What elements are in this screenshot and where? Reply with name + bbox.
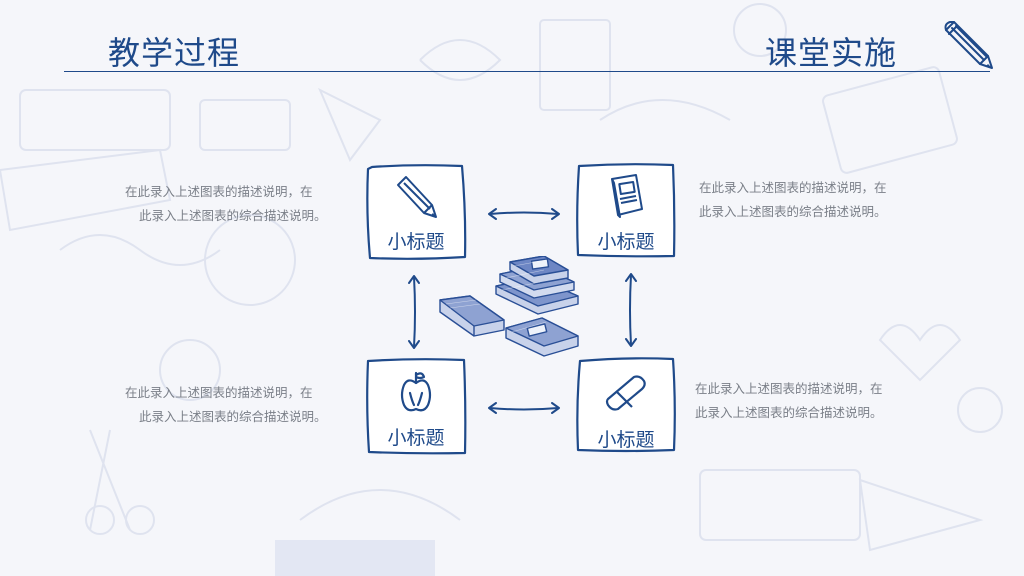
section-title: 教学过程: [108, 34, 241, 72]
double-arrow-icon: [488, 402, 560, 414]
card-title: 小标题: [387, 231, 445, 253]
book-icon: [611, 174, 643, 218]
description-line: 此录入上述图表的综合描述说明。: [139, 208, 327, 223]
description-line: 此录入上述图表的综合描述说明。: [695, 405, 883, 420]
card-title: 小标题: [597, 231, 655, 253]
description-line: 在此录入上述图表的描述说明，在: [699, 180, 887, 195]
description-bottom-left: 在此录入上述图表的描述说明，在 此录入上述图表的综合描述说明。: [125, 381, 370, 429]
page-title: 课堂实施: [765, 34, 898, 72]
eraser-icon: [605, 375, 646, 411]
card-title: 小标题: [387, 427, 445, 449]
card-frame: [366, 358, 467, 455]
description-bottom-right: 在此录入上述图表的描述说明，在 此录入上述图表的综合描述说明。: [695, 377, 940, 425]
card-frame: [366, 164, 467, 260]
description-line: 在此录入上述图表的描述说明，在: [695, 381, 883, 396]
double-arrow-icon: [488, 208, 560, 220]
description-line: 此录入上述图表的综合描述说明。: [139, 409, 327, 424]
header-divider: [64, 71, 990, 72]
description-top-left: 在此录入上述图表的描述说明，在 此录入上述图表的综合描述说明。: [125, 180, 370, 228]
description-line: 此录入上述图表的综合描述说明。: [699, 204, 887, 219]
double-arrow-icon: [625, 273, 637, 347]
card-frame: [576, 163, 676, 258]
description-line: 在此录入上述图表的描述说明，在: [125, 385, 313, 400]
description-top-right: 在此录入上述图表的描述说明，在 此录入上述图表的综合描述说明。: [699, 176, 944, 224]
stacked-books-illustration: [439, 256, 579, 357]
pencil-logo-icon: [944, 21, 993, 69]
apple-icon: [400, 371, 432, 412]
card-frame: [576, 357, 676, 453]
double-arrow-icon: [408, 275, 420, 349]
card-book: 小标题: [574, 161, 678, 259]
card-apple: 小标题: [364, 357, 468, 455]
card-eraser: 小标题: [574, 355, 678, 453]
card-pencil: 小标题: [364, 163, 468, 261]
pencil-icon: [397, 176, 437, 218]
description-line: 在此录入上述图表的描述说明，在: [125, 184, 313, 199]
card-title: 小标题: [597, 429, 655, 451]
